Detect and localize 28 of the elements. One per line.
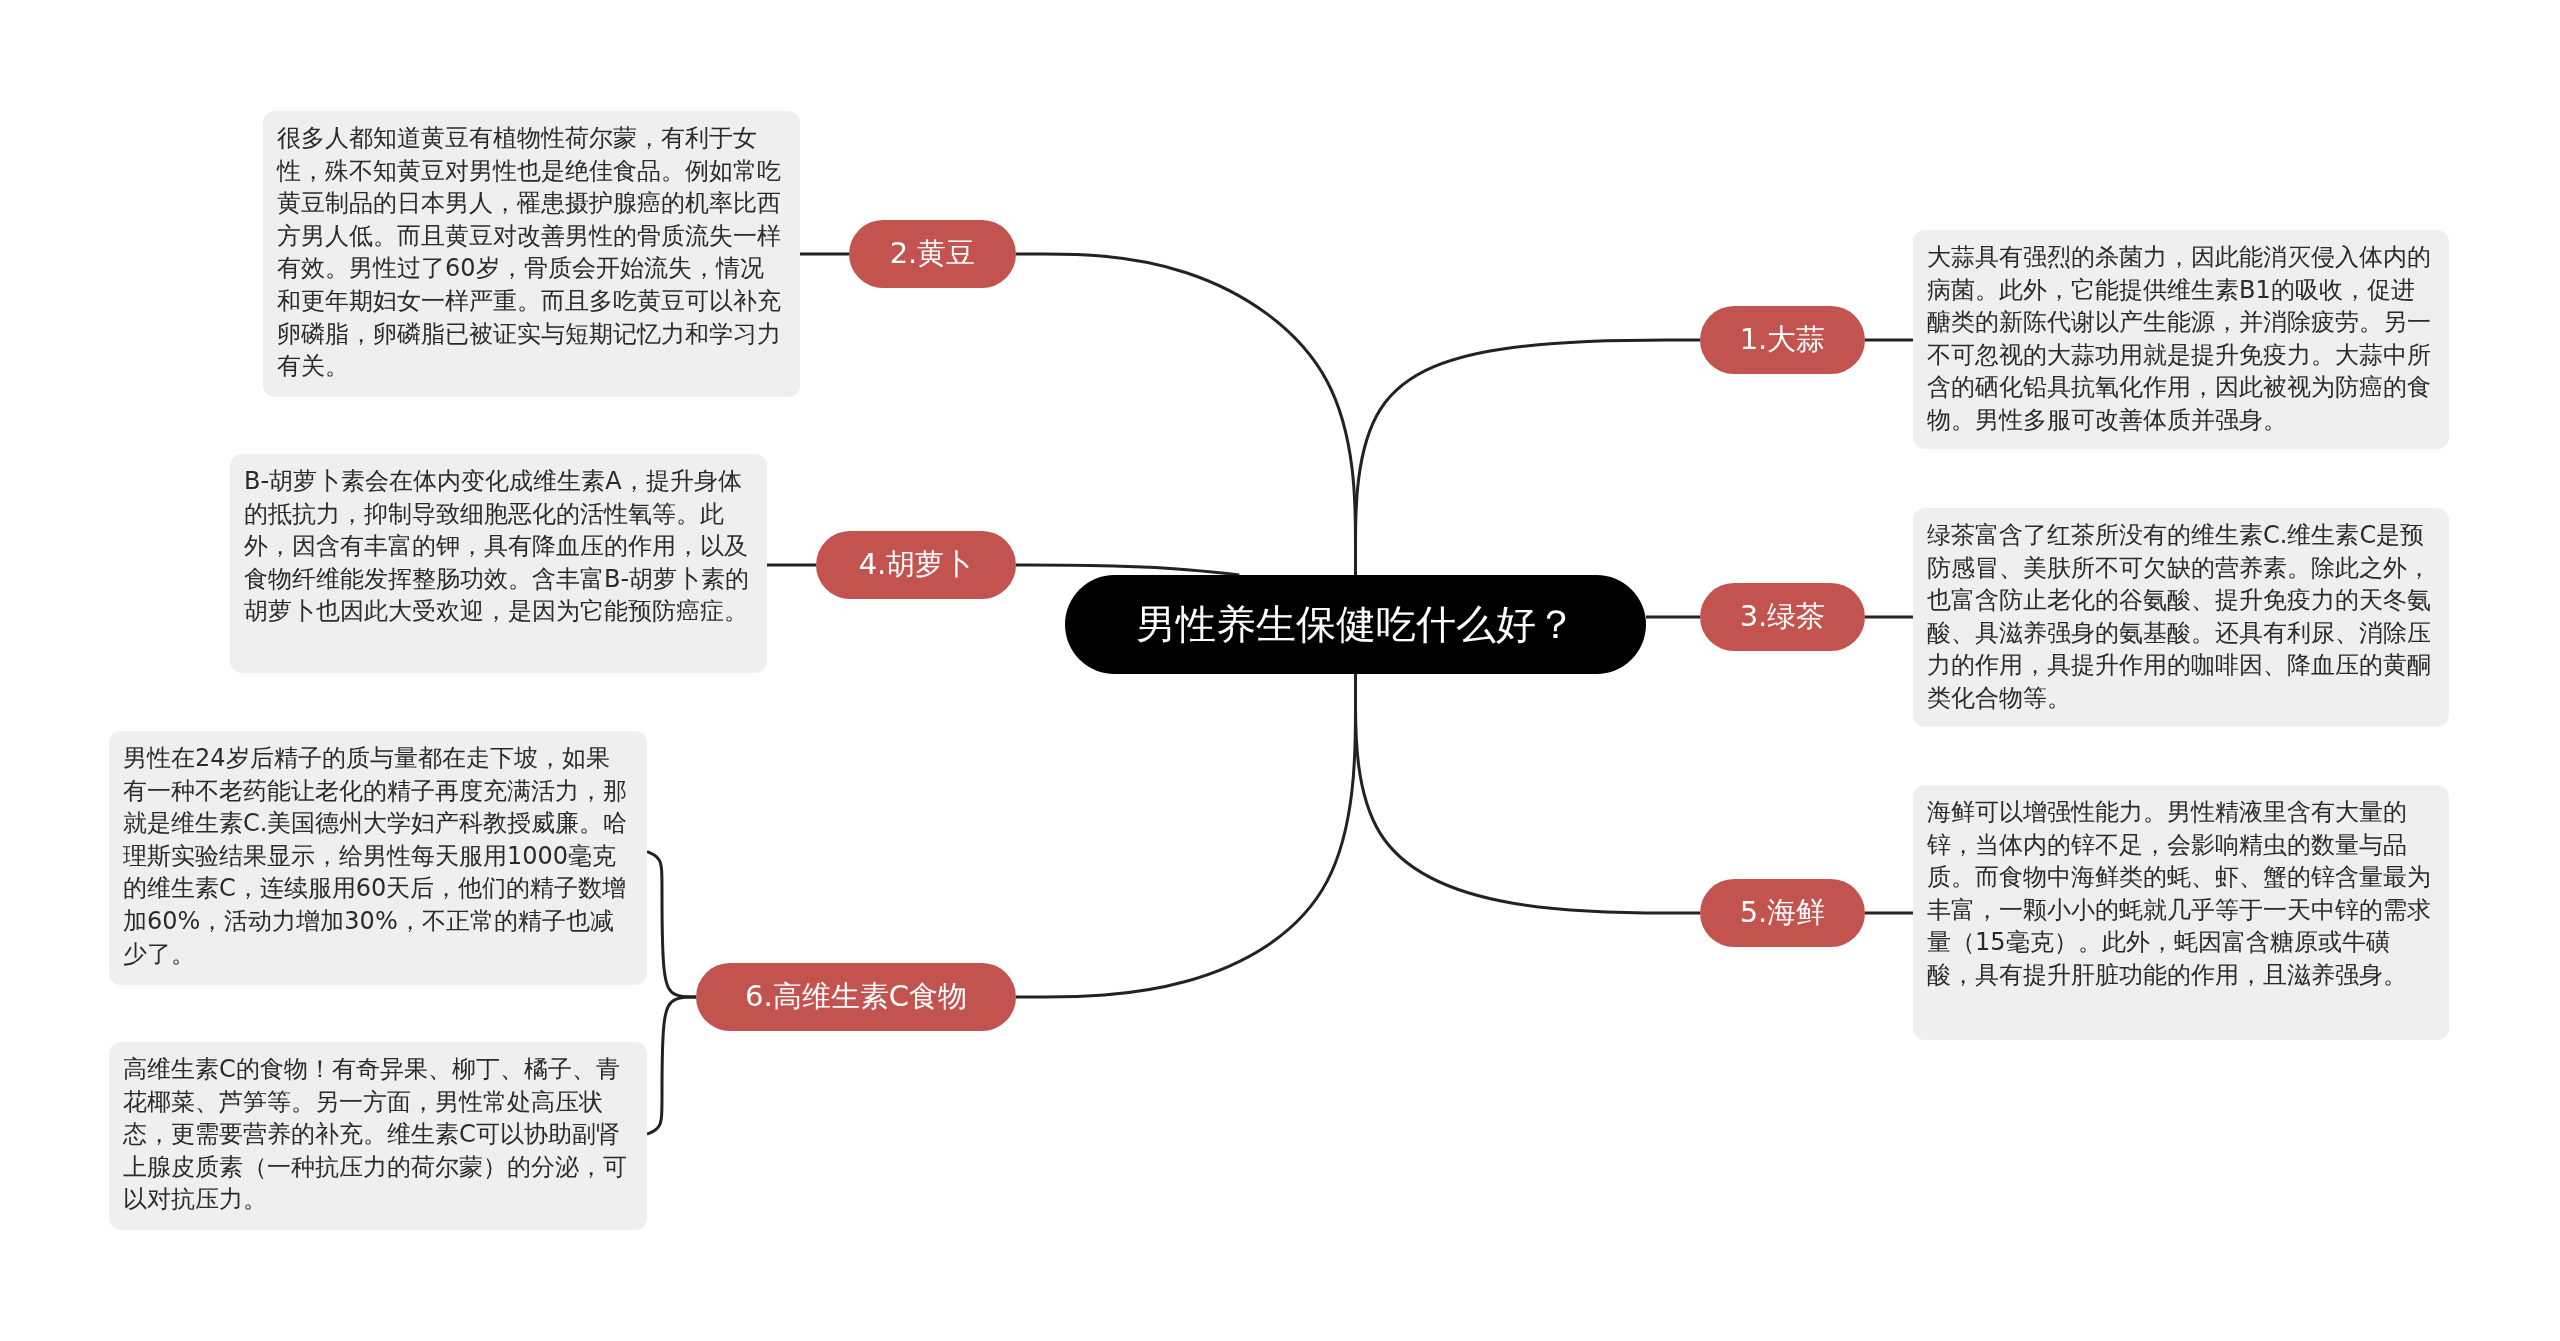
note-card xyxy=(1913,785,2449,1040)
note-card xyxy=(109,1042,647,1230)
note-card xyxy=(1913,230,2449,449)
branch-label: 2.黄豆 xyxy=(889,235,976,272)
branch-label: 1.大蒜 xyxy=(1739,321,1826,358)
note-text: 男性在24岁后精子的质与量都在走下坡，如果有一种不老药能让老化的精子再度充满活力，那就是维生素C.美国德州大学妇产科教授威廉。哈理斯实验结果显示，给男性每天服用1000毫克的维生素C，连续服用60天后，他们的精子数增加60%，活动力增加30%，不正常的精子也减少了。 xyxy=(123,743,629,970)
connector-line xyxy=(1865,615,1913,619)
note-text: 大蒜具有强烈的杀菌力，因此能消灭侵入体内的病菌。此外，它能提供维生素B1的吸收，促进醣类的新陈代谢以产生能源，并消除疲劳。另一不可忽视的大蒜功用就是提升免疫力。大蒜中所含的硒化铅具抗氧化作用，因此被视为防癌的食物。男性多服可改善体质并强身。 xyxy=(1927,242,2432,436)
connector-line xyxy=(1646,615,1700,619)
connector-line xyxy=(1865,911,1913,915)
branch-label: 4.胡萝卜 xyxy=(858,546,974,583)
branch-label: 5.海鲜 xyxy=(1739,894,1826,931)
note-text: 海鲜可以增强性能力。男性精液里含有大量的锌，当体内的锌不足，会影响精虫的数量与品质。而食物中海鲜类的蚝、虾、蟹的锌含量最为丰富，一颗小小的蚝就几乎等于一天中锌的需求量（15毫克）。此外，蚝因富含糖原或牛磺酸，具有提升肝脏功能的作用，且滋养强身。 xyxy=(1927,797,2432,991)
connector-line xyxy=(1865,338,1913,342)
connector-line xyxy=(767,563,816,567)
connector-line xyxy=(646,995,696,1136)
note-card xyxy=(1913,508,2449,727)
note-card xyxy=(109,731,647,985)
note-text: 很多人都知道黄豆有植物性荷尔蒙，有利于女性，殊不知黄豆对男性也是绝佳食品。例如常吃黄豆制品的日本男人，罹患摄护腺癌的机率比西方男人低。而且黄豆对改善男性的骨质流失一样有效。男性过了60岁，骨质会开始流失，情况和更年期妇女一样严重。而且多吃黄豆可以补充卵磷脂，卵磷脂已被证实与短期记忆力和学习力有关。 xyxy=(277,123,782,383)
connector-line xyxy=(1016,563,1240,577)
note-text: 绿茶富含了红茶所没有的维生素C.维生素C是预防感冒、美肤所不可欠缺的营养素。除此之外，也富含防止老化的谷氨酸、提升免疫力的天冬氨酸、具滋养强身的氨基酸。还具有利尿、消除压力的作用，具提升作用的咖啡因、降血压的黄酮类化合物等。 xyxy=(1927,520,2432,714)
note-text: B-胡萝卜素会在体内变化成维生素A，提升身体的抵抗力，抑制导致细胞恶化的活性氧等。此外，因含有丰富的钾，具有降血压的作用，以及食物纤维能发挥整肠功效。含丰富B-胡萝卜素的胡萝卜也因此大受欢迎，是因为它能预防癌症。 xyxy=(244,466,751,628)
branch-label: 6.高维生素C食物 xyxy=(745,978,967,1015)
note-card xyxy=(230,454,767,673)
note-text: 高维生素C的食物！有奇异果、柳丁、橘子、青花椰菜、芦笋等。另一方面，男性常处高压状态，更需要营养的补充。维生素C可以协助副肾上腺皮质素（一种抗压力的荷尔蒙）的分泌，可以对抗压力。 xyxy=(123,1054,628,1216)
connector-line xyxy=(800,252,849,256)
topic-text: 男性养生保健吃什么好？ xyxy=(1135,600,1576,649)
branch-label: 3.绿茶 xyxy=(1739,598,1826,635)
